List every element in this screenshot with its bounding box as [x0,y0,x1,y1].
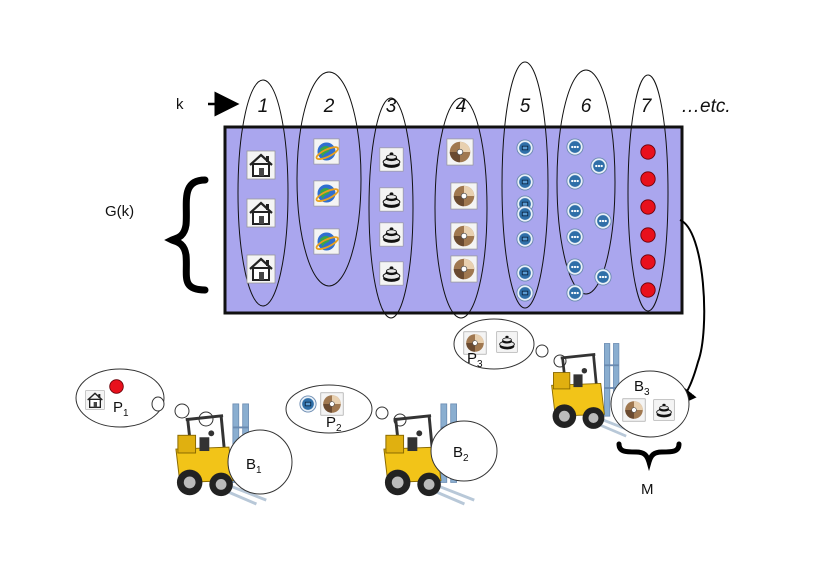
house-icon [246,198,276,228]
column-number-4: 4 [456,96,467,117]
cd-disc-icon [450,222,478,250]
globe-icon [313,180,340,207]
column-2-items [313,138,340,255]
cd-disc-icon [320,392,344,416]
blue-chip-icon [516,139,534,157]
column-number-1: 1 [258,96,269,117]
m-label: M [641,481,654,498]
column-numbers: 1 2 3 4 5 6 7 [258,96,653,117]
plan-bubble-1: P1 [75,368,214,428]
column-outline-3 [368,97,414,319]
red-dot-icon [640,282,656,298]
plan-label-3: P3 [467,350,483,370]
cd-disc-icon [622,398,646,422]
column-outline-6 [556,69,616,295]
red-dot-icon [640,254,656,270]
red-dot-icon [640,199,656,215]
blue-chip-icon [299,395,317,413]
column-1-items [246,150,276,284]
bin-label-2: B2 [453,444,469,464]
globe-icon [313,228,340,255]
stacked-discs-icon [379,187,404,212]
blue-chip-icon [516,284,534,302]
column-outlines [237,61,669,319]
blue-dots-icon [594,268,612,286]
bin-3: B3 [610,370,690,438]
blue-dots-icon [590,157,608,175]
bin-label-1: B1 [246,456,262,476]
red-dot-icon [109,379,124,394]
column-number-7: 7 [641,96,653,117]
g-brace [164,176,209,294]
cd-disc-icon [446,138,474,166]
house-icon [246,254,276,284]
stacked-discs-icon [653,399,675,421]
k-label: k [176,96,184,113]
plan-bubble-3: P3 [453,318,567,370]
column-outline-1 [237,79,289,307]
blue-dots-icon [566,202,584,220]
red-dot-icon [640,171,656,187]
blue-chip-icon [516,173,534,191]
column-number-5: 5 [520,96,531,117]
blue-dots-icon [566,138,584,156]
column-outline-2 [296,71,362,287]
g-label: G(k) [105,203,134,220]
bin-label-3: B3 [634,378,650,398]
blue-dots-icon [566,258,584,276]
stacked-discs-icon [496,331,518,353]
plan-bubble-2: P2 [285,384,407,434]
plan-label-1: P1 [113,399,129,419]
etc-label: …etc. [681,96,731,117]
plan-label-2: P2 [326,414,342,434]
m-brace [616,441,682,472]
stacked-discs-icon [379,261,404,286]
blue-dots-icon [566,284,584,302]
house-icon [85,390,105,410]
stacked-discs-icon [379,147,404,172]
column-outline-5 [501,61,549,309]
column-outline-7 [627,74,669,312]
house-icon [246,150,276,180]
red-dot-icon [640,144,656,160]
transfer-arrow [676,219,706,407]
blue-dots-icon [566,172,584,190]
blue-dots-icon [594,212,612,230]
cd-disc-icon [450,182,478,210]
blue-chip-icon [516,264,534,282]
cd-disc-icon [450,255,478,283]
blue-dots-icon [566,228,584,246]
bin-2: B2 [430,420,498,482]
column-number-3: 3 [386,96,397,117]
column-number-6: 6 [581,96,592,117]
blue-chip-icon [516,205,534,223]
column-outline-4 [434,97,488,319]
stacked-discs-icon [379,222,404,247]
globe-icon [313,138,340,165]
bin-1: B1 [227,429,293,495]
column-number-2: 2 [323,96,335,117]
blue-chip-icon [516,230,534,248]
red-dot-icon [640,227,656,243]
